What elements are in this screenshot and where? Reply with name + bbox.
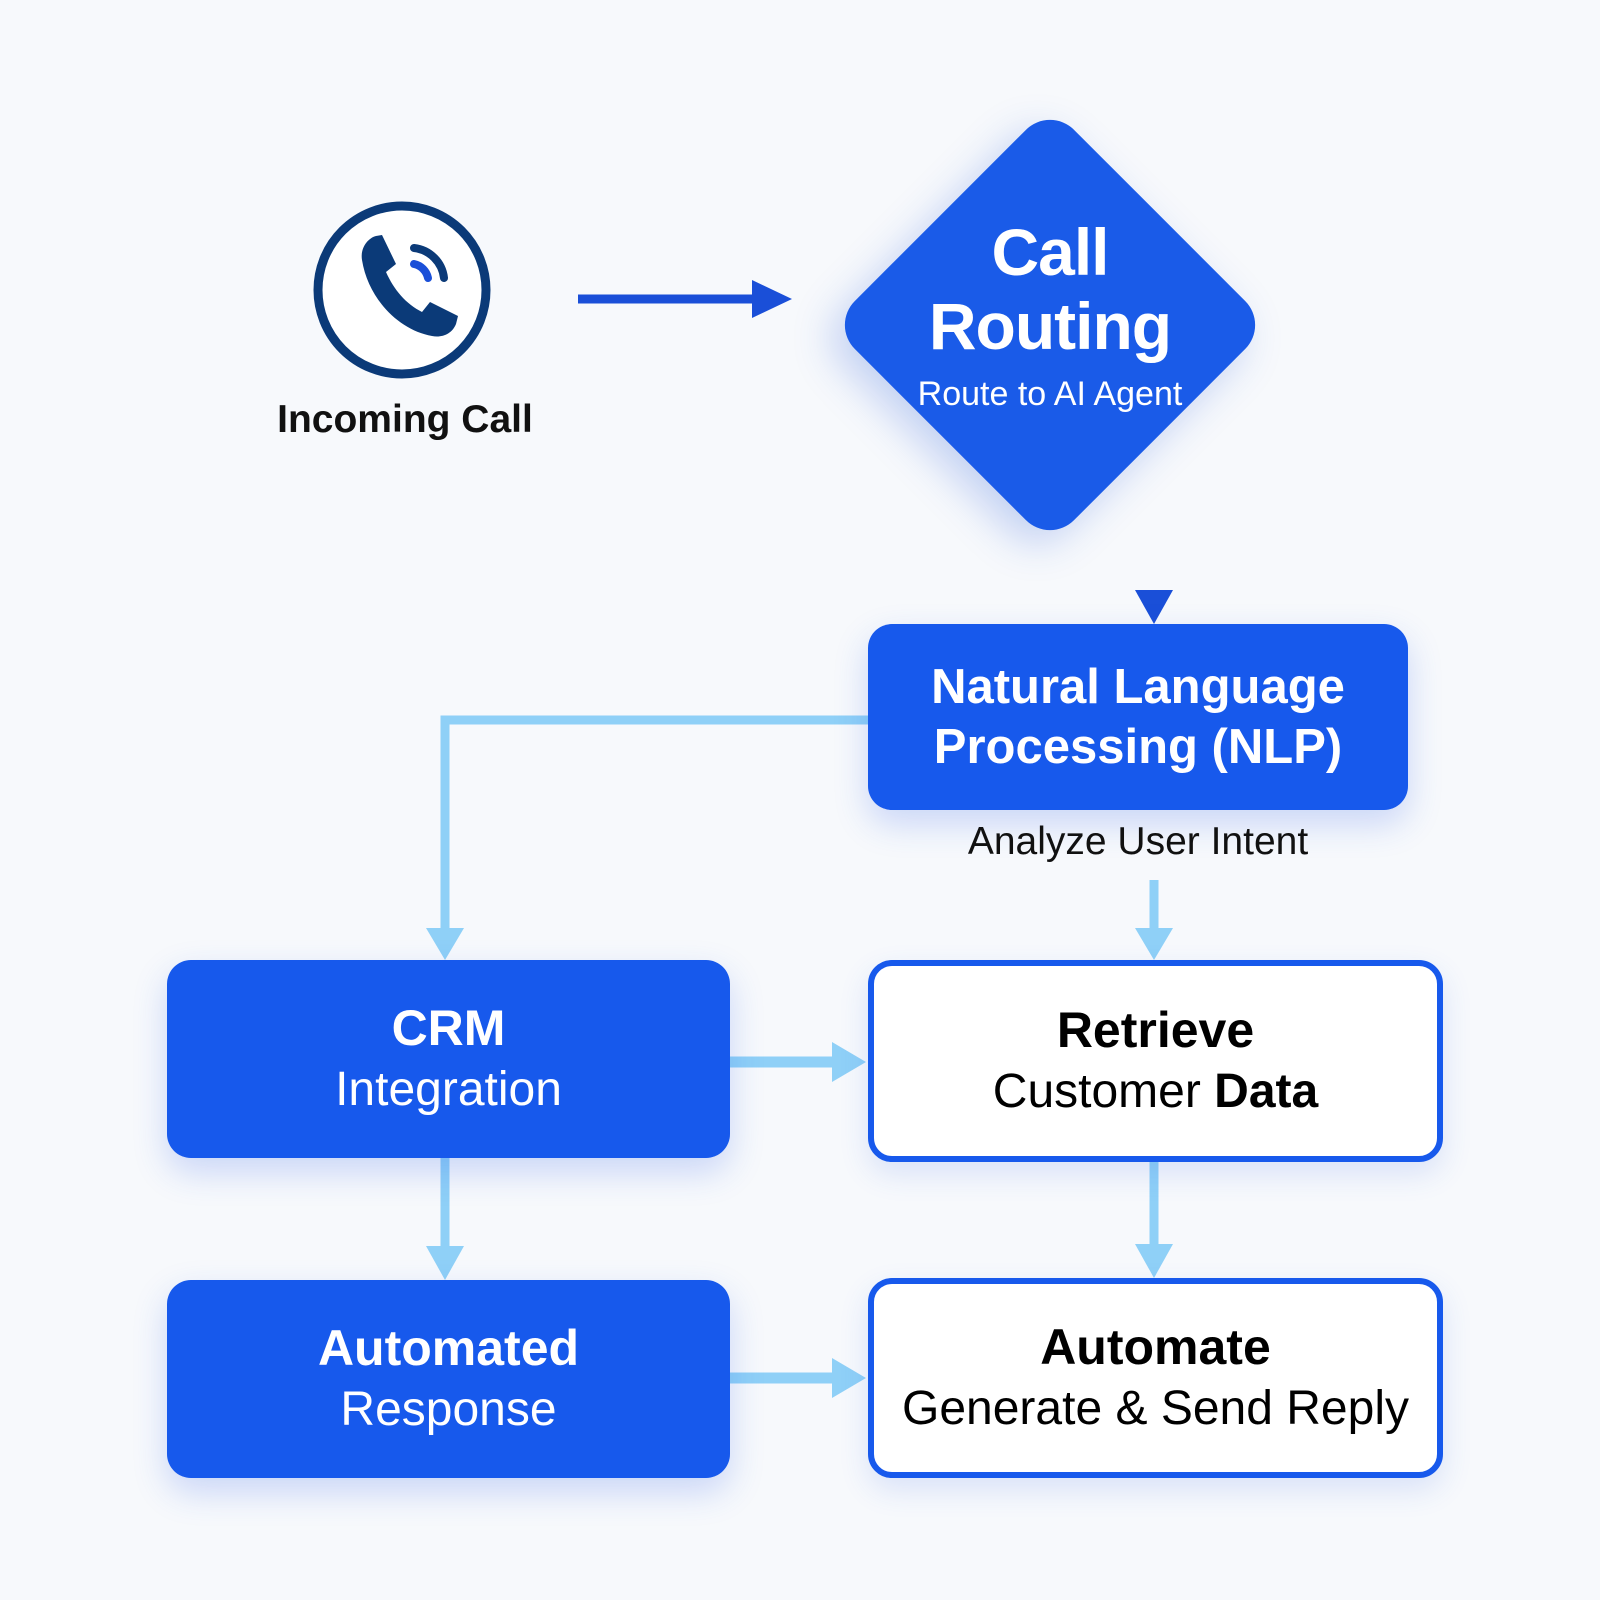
connector-nlp-to-retrieve [1135,880,1173,960]
retrieve-subtitle-part1: Customer [992,1065,1215,1118]
retrieve-subtitle: Customer Data [993,1061,1318,1123]
connector-automated-response-to-automate [730,1358,866,1398]
crm-title: CRM [391,1000,506,1056]
nlp-title-line2: Processing (NLP) [933,720,1343,774]
call-routing-title-line1: Call [991,215,1109,289]
crm-integration-node[interactable]: CRM Integration [167,960,730,1158]
connector-retrieve-to-automate [1135,1162,1173,1278]
nlp-node[interactable]: Natural Language Processing (NLP) [868,624,1408,810]
retrieve-title: Retrieve [1056,1002,1255,1058]
call-routing-subtitle: Route to AI Agent [917,375,1183,413]
automated-response-node[interactable]: Automated Response [167,1280,730,1478]
incoming-call-label: Incoming Call [277,398,533,441]
automate-subtitle: Generate & Send Reply [902,1382,1409,1435]
nlp-caption: Analyze User Intent [967,820,1309,863]
retrieve-subtitle-part2: Data [1214,1065,1319,1118]
call-routing-text: Call Routing Route to AI Agent [840,215,1260,414]
crm-subtitle: Integration [335,1063,562,1116]
nlp-title-line1: Natural Language [931,660,1345,714]
connector-crm-to-retrieve [730,1042,866,1082]
connector-incoming-to-routing [578,280,792,318]
call-routing-title-line2: Routing [928,289,1172,363]
retrieve-customer-data-node[interactable]: Retrieve Customer Data [868,960,1443,1162]
automated-response-title: Automated [317,1320,580,1376]
connector-crm-to-automated-response [426,1158,464,1280]
connector-nlp-to-crm [426,715,868,960]
connector-routing-to-nlp [1135,482,1173,624]
phone-ringing-icon [310,198,494,382]
automated-response-subtitle: Response [340,1383,557,1436]
automate-title: Automate [1040,1319,1271,1375]
automate-node[interactable]: Automate Generate & Send Reply [868,1278,1443,1478]
